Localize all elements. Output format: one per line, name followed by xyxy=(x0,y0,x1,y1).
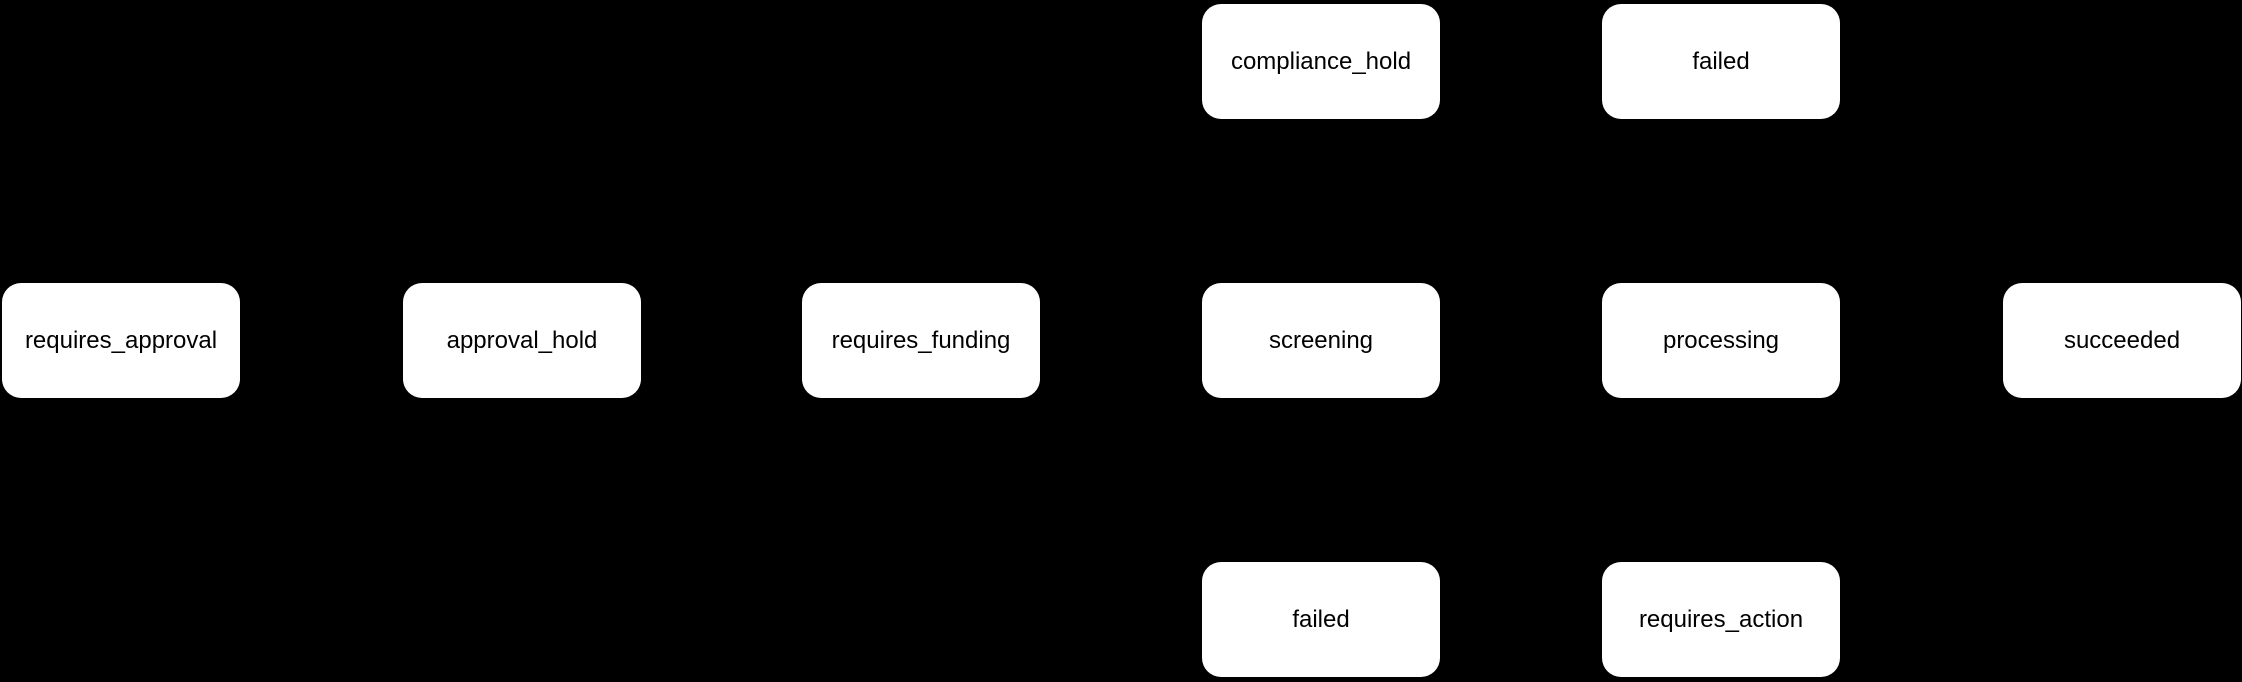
node-processing: processing xyxy=(1602,283,1840,398)
node-compliance-hold: compliance_hold xyxy=(1202,4,1440,119)
node-failed-bottom: failed xyxy=(1202,562,1440,677)
node-approval-hold: approval_hold xyxy=(403,283,641,398)
node-failed-top: failed xyxy=(1602,4,1840,119)
node-requires-funding: requires_funding xyxy=(802,283,1040,398)
node-screening: screening xyxy=(1202,283,1440,398)
node-succeeded: succeeded xyxy=(2003,283,2241,398)
node-requires-action: requires_action xyxy=(1602,562,1840,677)
node-requires-approval: requires_approval xyxy=(2,283,240,398)
